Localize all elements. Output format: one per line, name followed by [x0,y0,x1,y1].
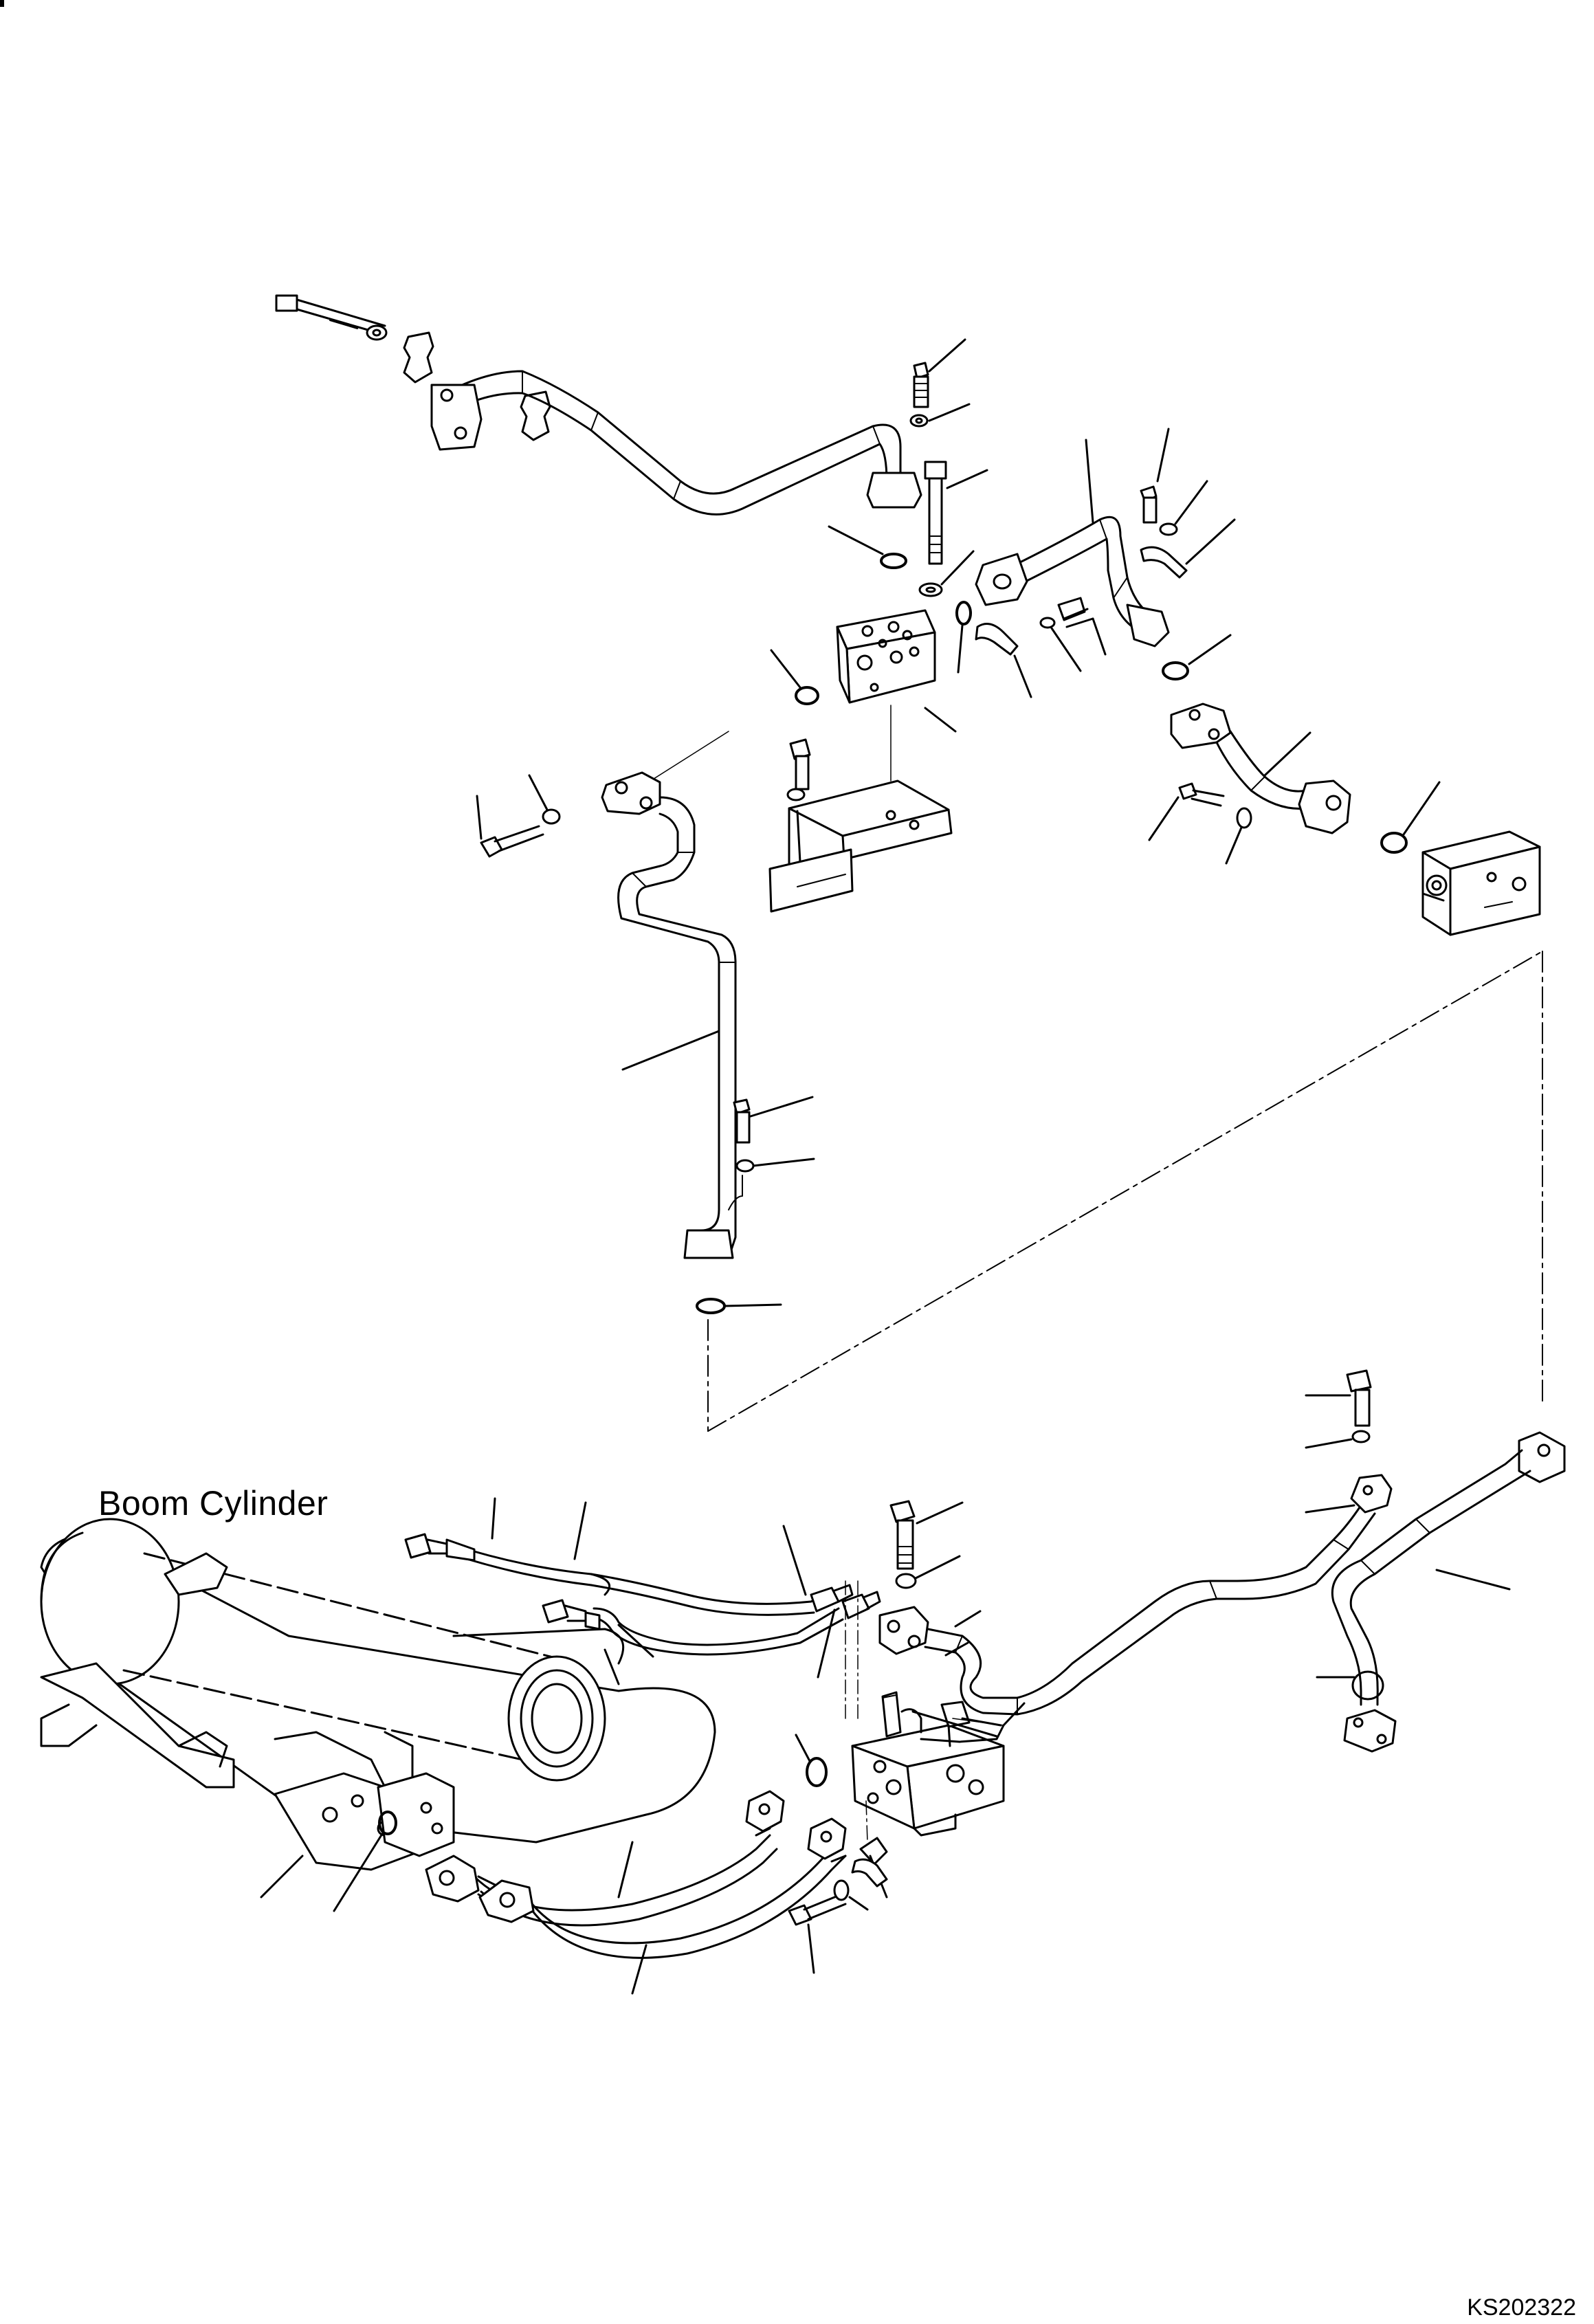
clamp-upper-left [403,331,551,441]
manifold-block-center [836,609,957,733]
pilot-hoses [404,1497,881,1685]
pipe-upper-left [430,370,922,516]
pipe-lower-right [878,1474,1393,1743]
bolt-left-upper [476,774,561,858]
drawing-code: KS202322 [1467,2294,1576,2321]
o-ring-bottom-left-vertical [696,1298,782,1314]
valve-block-far-right [1421,830,1541,936]
clamp-lower-center [851,1858,888,1888]
bolt-top-center [909,338,971,428]
bolt-center-right [1057,597,1107,656]
long-bolt-upper-left [275,294,388,341]
corner-mark [0,0,4,7]
boom-cylinder-label: Boom Cylinder [98,1484,329,1523]
bolt-lower-bottom [788,1879,869,1974]
bolt-right-lower [1305,1369,1372,1514]
washer-center-right [1039,617,1082,672]
support-bracket [768,738,953,913]
long-bolt-vertical [924,461,988,565]
o-ring-hose-left [955,601,972,674]
valve-block-lower-center [845,1580,1005,1843]
washer-block-right [918,550,975,597]
bolt-right-elbow [1148,782,1252,865]
manifold-lower-left [333,1772,455,1912]
o-ring-block-left [770,649,819,705]
hose-lower-pair [425,1790,888,1995]
pipe-right-return [1316,1431,1566,1753]
pipe-right-elbow [1170,702,1351,834]
o-ring-right-elbow [1380,781,1441,854]
center-line-1 [645,731,729,784]
pipe-left-vertical [601,771,743,1259]
hose-upper-right [975,439,1170,648]
o-ring-block-top [828,525,907,569]
bolt-left-vertical [733,1096,815,1173]
o-ring-lower-center [795,1734,828,1787]
o-ring-far-right-upper [1162,634,1232,680]
dashdot-line-diagonal [707,951,1543,1432]
bolt-lower-center-top [889,1500,964,1589]
clamp-center [975,623,1032,698]
bolt-far-right-upper [1140,428,1236,579]
